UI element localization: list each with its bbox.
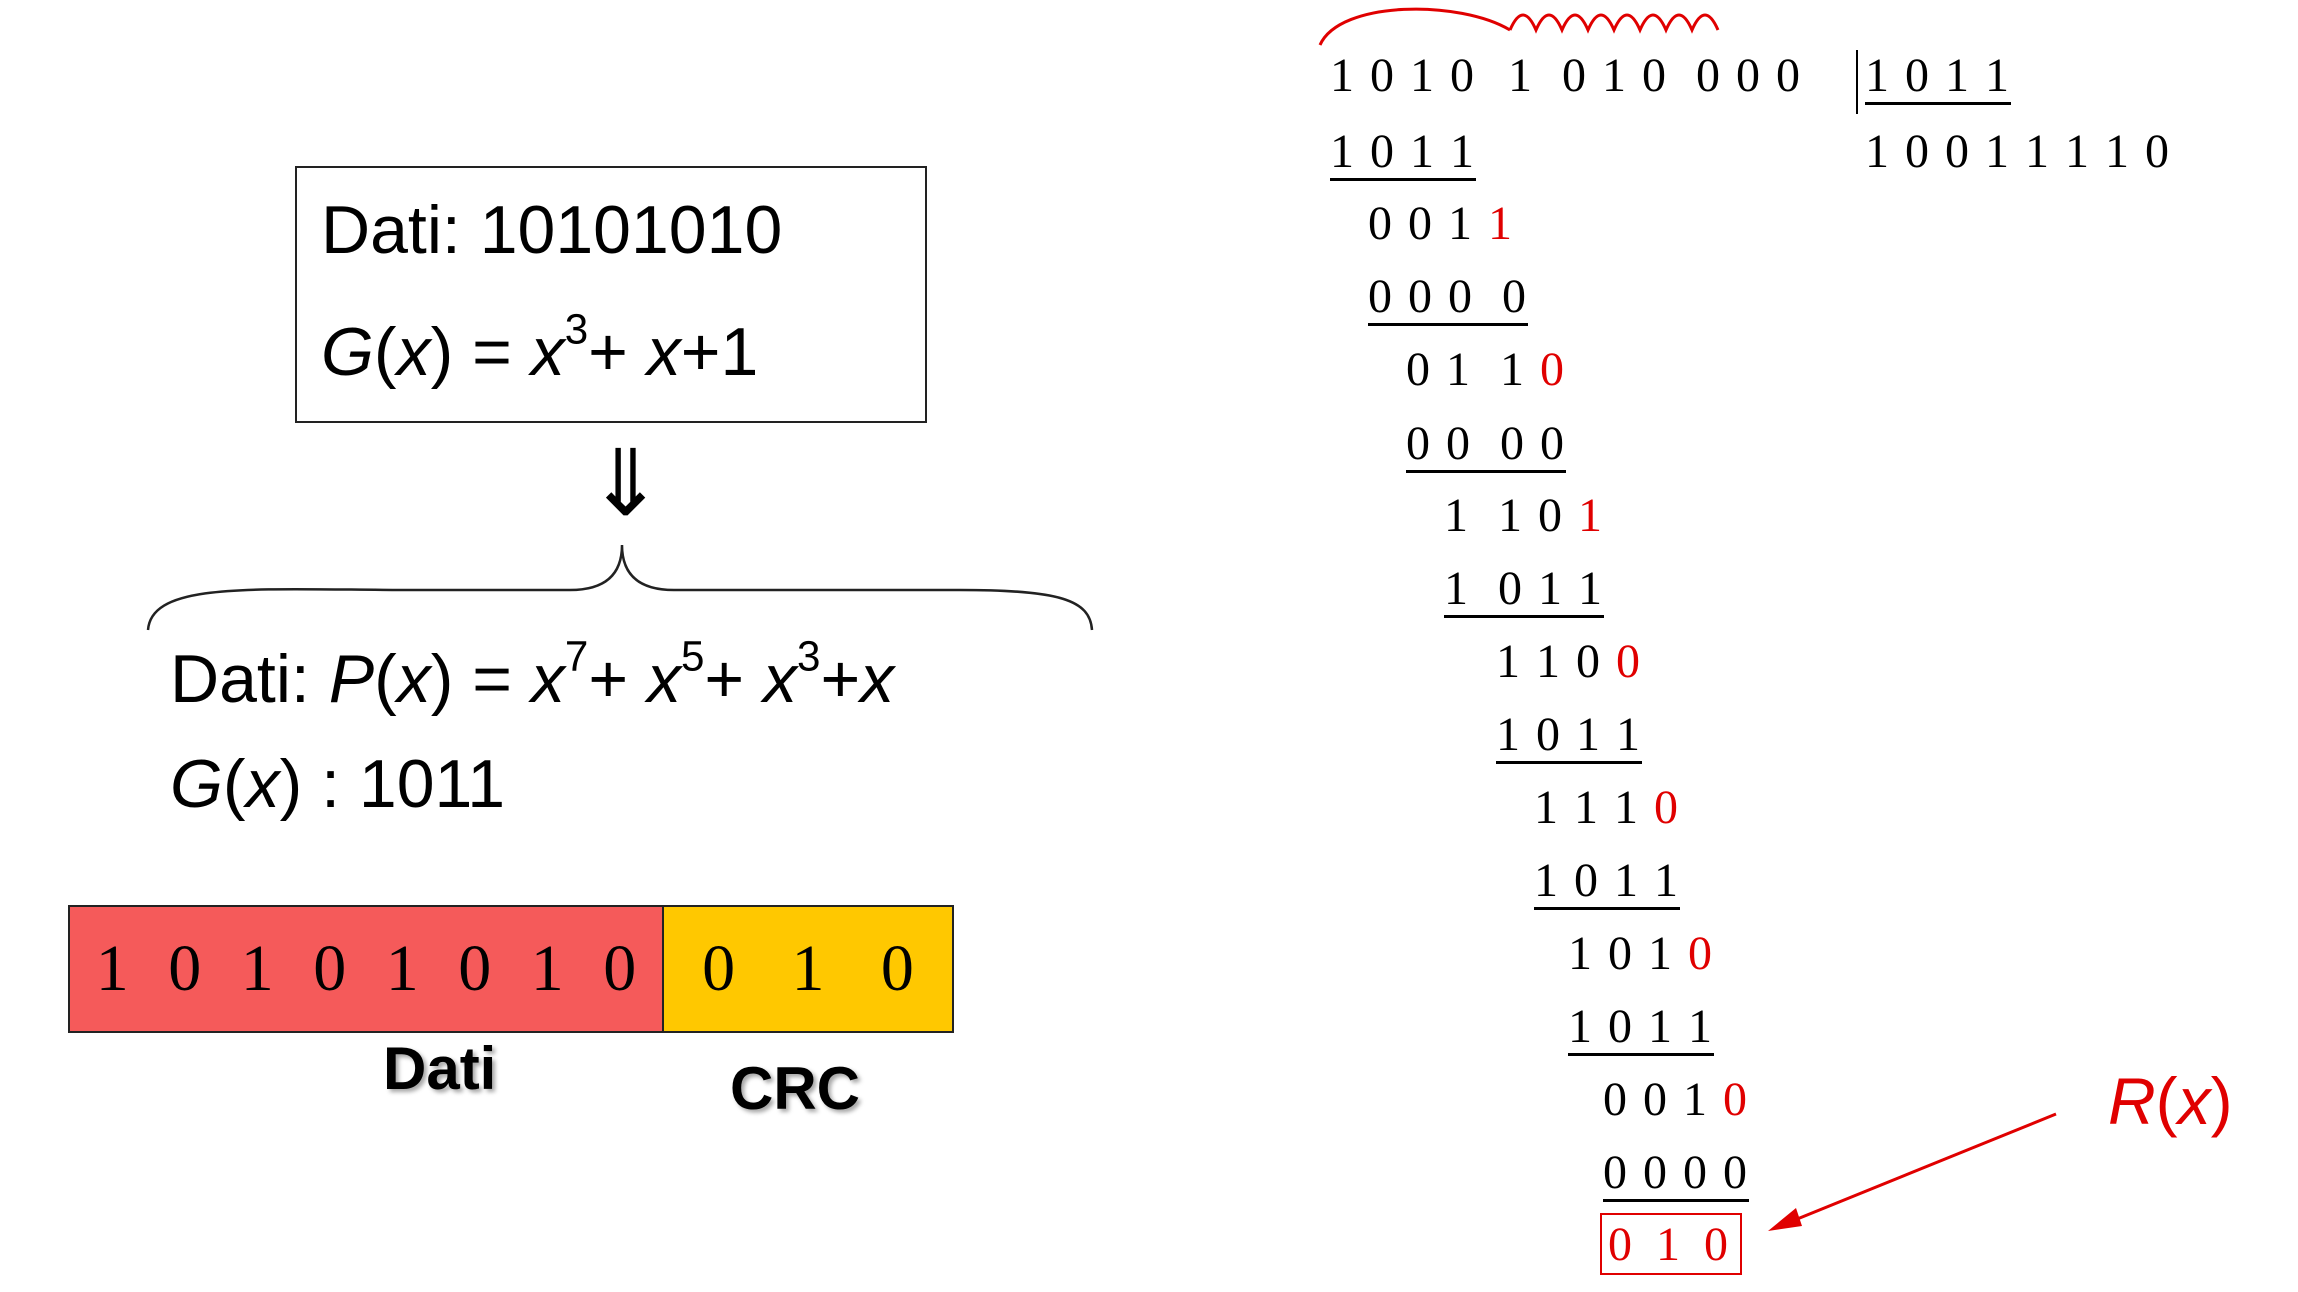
crc-label: CRC — [730, 1055, 860, 1122]
crc-bit: 0 — [702, 932, 736, 1005]
data-bit: 1 — [385, 932, 419, 1005]
division-step-row: 1 1 1 0 — [1534, 781, 1680, 834]
frame: 1 0 1 0 1 0 1 0 0 1 0 — [68, 905, 954, 1033]
division-step-row: 0 0 0 0 — [1603, 1149, 1749, 1202]
division-bracket — [1856, 50, 1858, 114]
generator-polynomial: G(x) = x3+ x+1 — [321, 305, 759, 390]
curly-brace — [146, 544, 1094, 631]
data-bit: 1 — [530, 932, 564, 1005]
division-step-row: 0 0 0 0 — [1368, 273, 1528, 326]
division-step-row: 1 1 0 0 — [1496, 635, 1642, 688]
data-bit: 0 — [458, 932, 492, 1005]
division-step-row: 1 0 1 1 — [1496, 711, 1642, 764]
data-bit: 0 — [313, 932, 347, 1005]
data-bit: 1 — [95, 932, 129, 1005]
data-bit: 1 — [240, 932, 274, 1005]
bring-down-arcs — [1318, 7, 1720, 46]
division-step-row: 0 1 1 0 — [1406, 343, 1566, 396]
division-step-row: 1 0 1 1 — [1330, 128, 1476, 181]
division-step-row: 1 0 1 1 — [1534, 857, 1680, 910]
remainder-label: R(x) — [2108, 1064, 2233, 1138]
crc-segment: 0 1 0 — [664, 905, 954, 1033]
dividend-tail: 1 0 1 0 0 0 0 — [1508, 49, 1802, 102]
crc-bit: 1 — [791, 932, 825, 1005]
division-step-row: 0 0 1 0 — [1603, 1073, 1749, 1126]
generator-binary: G(x) : 1011 — [170, 746, 506, 822]
divisor: 1 0 1 1 — [1865, 52, 2011, 105]
frame-baseline — [660, 1031, 704, 1033]
dividend-head: 1 0 1 0 — [1330, 49, 1476, 102]
data-line: Dati: 10101010 — [321, 192, 783, 268]
division-step-row: 0 0 0 0 — [1406, 420, 1566, 473]
crc-bit: 0 — [880, 932, 914, 1005]
double-down-arrow-icon: ⇓ — [587, 433, 665, 535]
data-bit: 0 — [603, 932, 637, 1005]
remainder-box: 0 1 0 — [1600, 1213, 1742, 1275]
remainder-arrow-icon — [1768, 1112, 2057, 1231]
data-segment: 1 0 1 0 1 0 1 0 — [68, 905, 664, 1033]
data-polynomial: Dati: P(x) = x7+ x5+ x3+x — [170, 632, 895, 717]
division-step-row: 1 0 1 0 — [1568, 927, 1714, 980]
input-box: Dati: 10101010 G(x) = x3+ x+1 — [295, 166, 927, 423]
data-bit: 0 — [168, 932, 202, 1005]
division-step-row: 1 1 0 1 — [1444, 489, 1604, 542]
quotient: 1 0 0 1 1 1 1 0 — [1865, 125, 2171, 178]
division-step-row: 1 0 1 1 — [1444, 565, 1604, 618]
division-step-row: 1 0 1 1 — [1568, 1003, 1714, 1056]
division-step-row: 0 0 1 1 — [1368, 197, 1514, 250]
data-label: Dati — [383, 1035, 497, 1102]
